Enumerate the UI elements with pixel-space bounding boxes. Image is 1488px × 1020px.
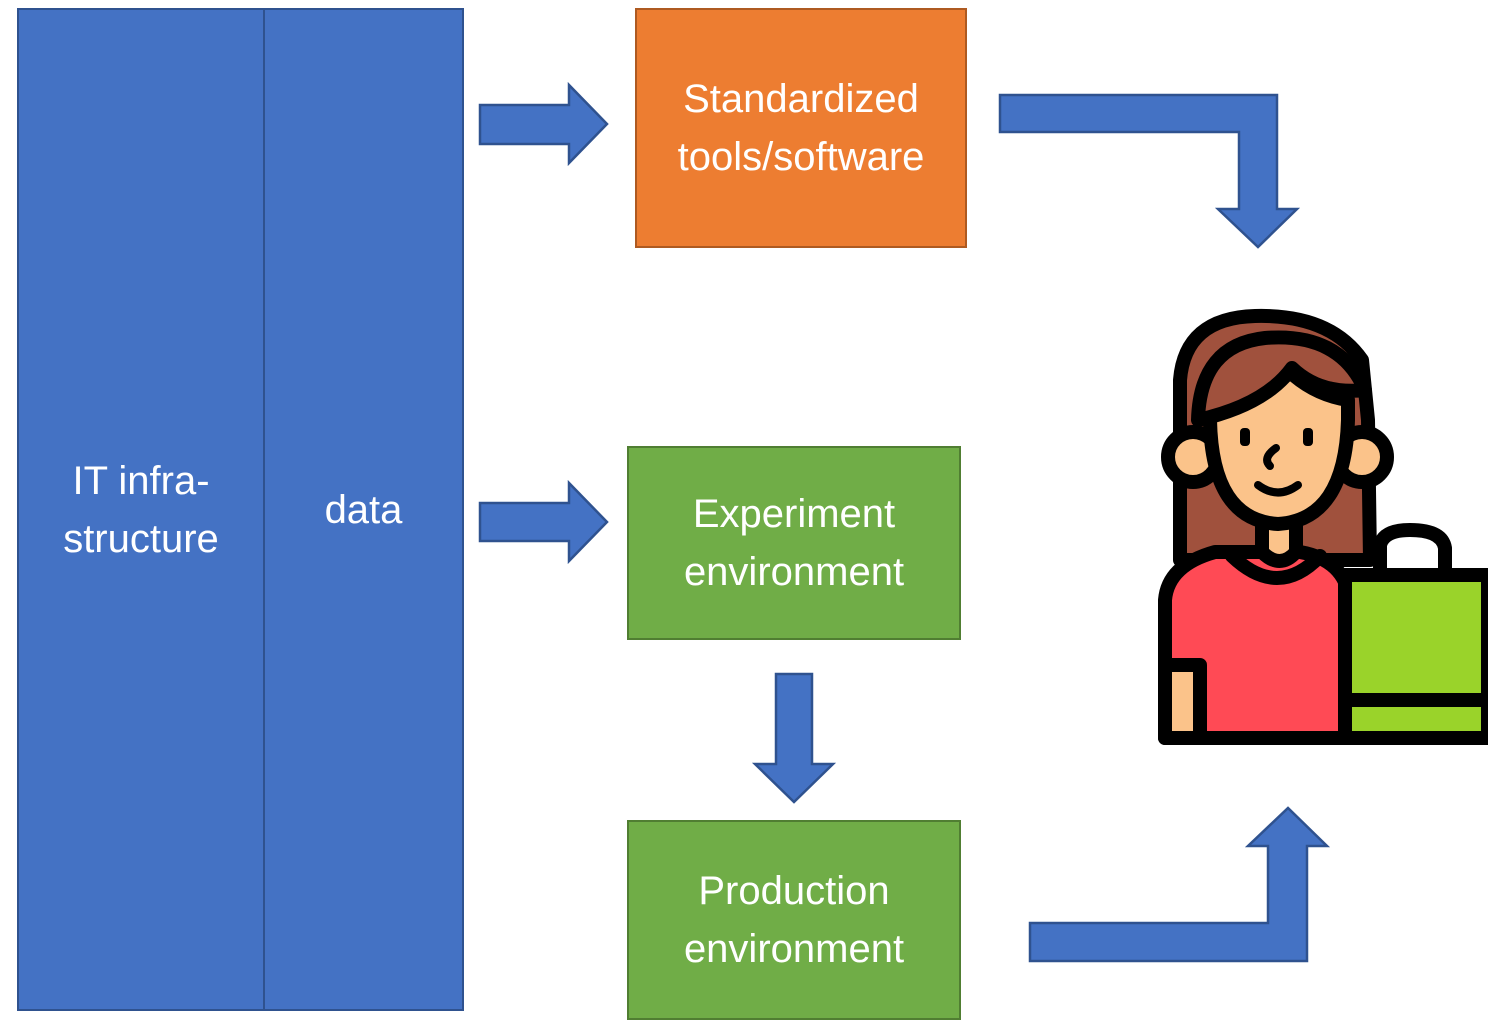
standardized-tools-line1: Standardized: [683, 77, 919, 121]
arrow-production-to-user: [1028, 806, 1331, 963]
it-infrastructure-column: IT infra- structure: [17, 8, 265, 1011]
it-infrastructure-label-line2: structure: [63, 516, 219, 561]
arrow-experiment-to-production: [751, 672, 837, 804]
standardized-tools-box: Standardized tools/software: [635, 8, 967, 248]
data-column: data: [263, 8, 464, 1011]
arrow-to-experiment: [478, 479, 609, 565]
production-environment-box: Production environment: [627, 820, 961, 1020]
standardized-tools-line2: tools/software: [677, 135, 925, 179]
data-label: data: [324, 487, 403, 532]
experiment-environment-line1: Experiment: [692, 492, 896, 536]
production-environment-line2: environment: [683, 927, 905, 971]
experiment-environment-box: Experiment environment: [627, 446, 961, 640]
it-infrastructure-label: IT infra- structure: [63, 452, 219, 568]
it-infrastructure-label-line1: IT infra-: [72, 458, 210, 503]
arrow-to-tools: [478, 81, 609, 167]
arrow-tools-to-user: [998, 93, 1301, 249]
experiment-environment-line2: environment: [683, 550, 905, 594]
production-environment-line1: Production: [698, 869, 890, 913]
